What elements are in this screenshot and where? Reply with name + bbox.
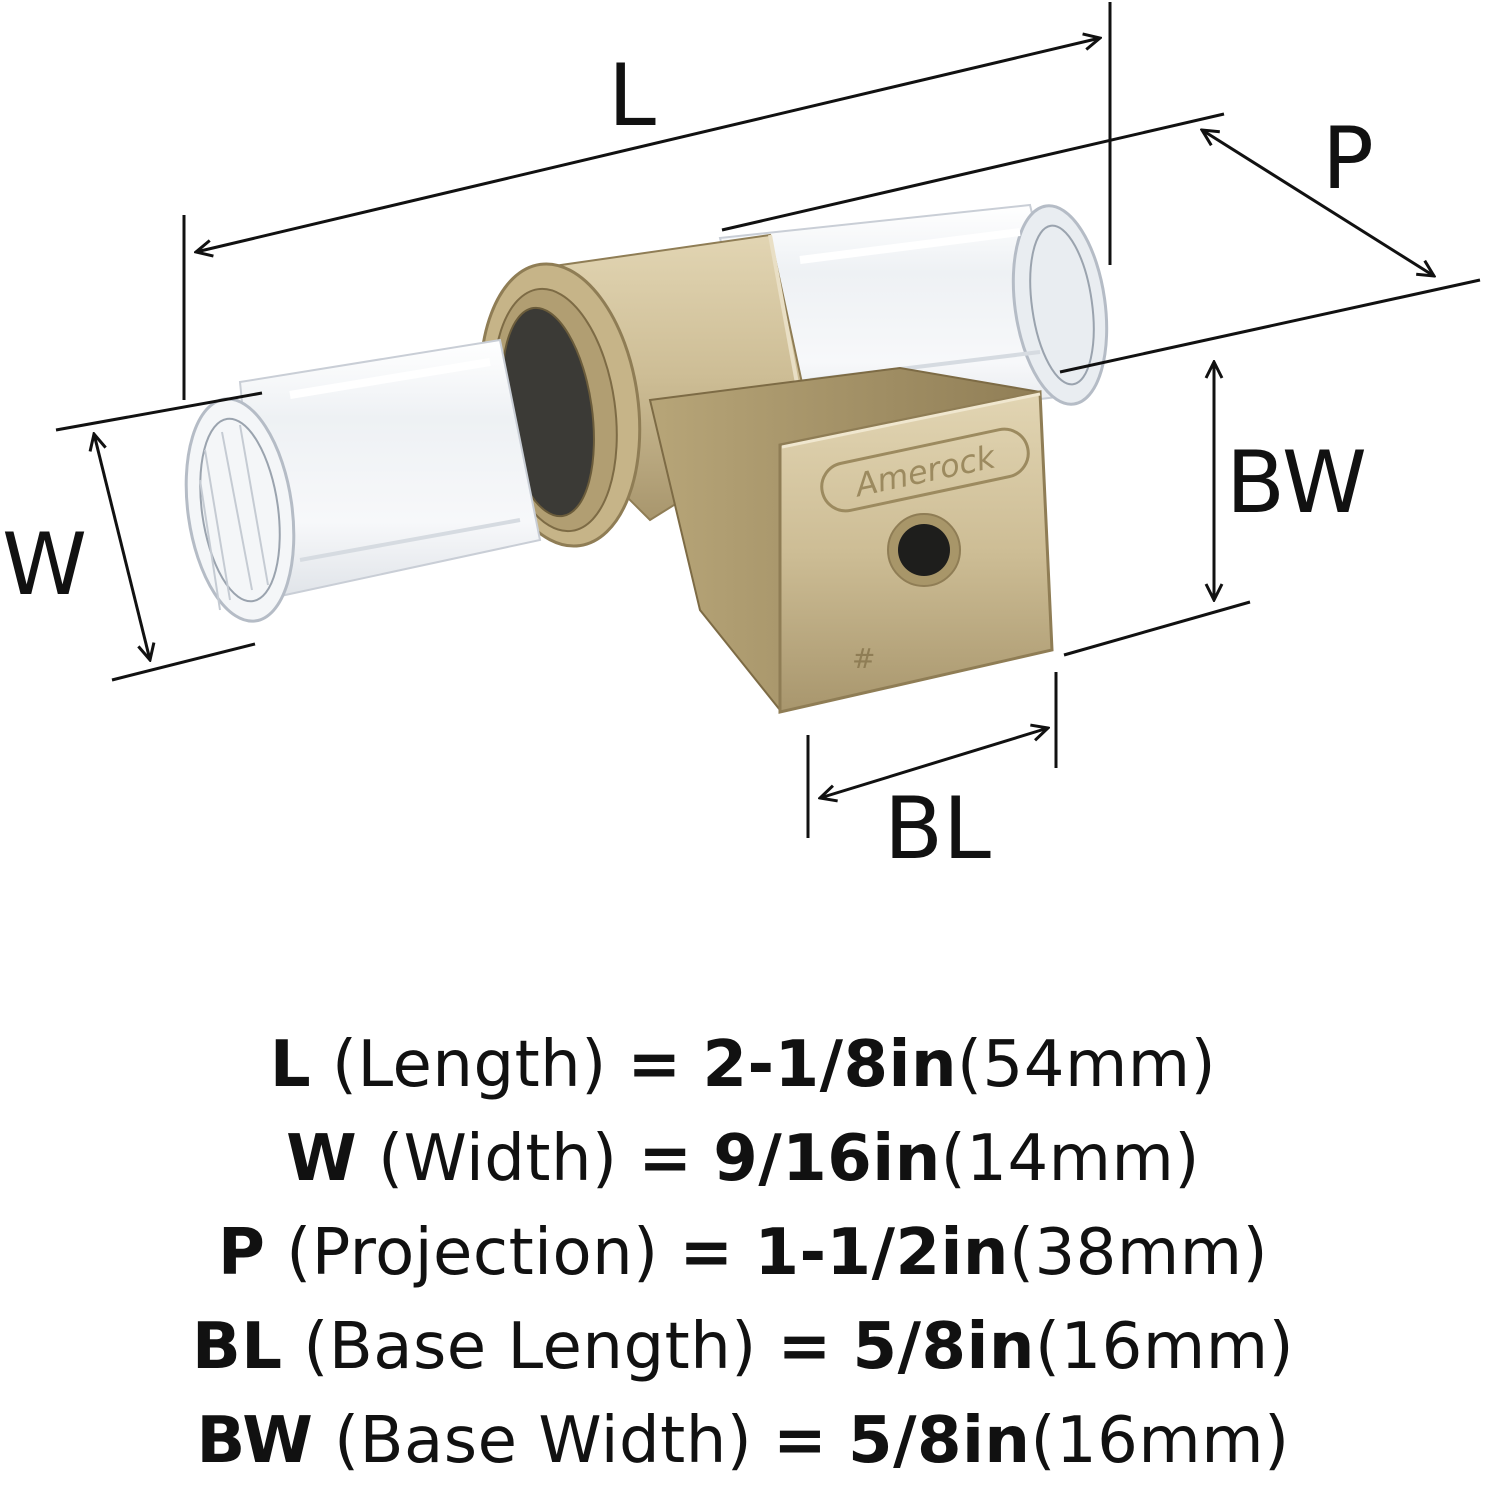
spec-imperial: 9/16in (713, 1122, 941, 1196)
P-dimension-line (1202, 130, 1434, 276)
screw-hole-inner (898, 524, 950, 576)
spec-abbr: L (269, 1028, 312, 1102)
BW-extension-bottom (1063, 600, 1251, 657)
spec-row-base-length: BL (Base Length) = 5/8in(16mm) (0, 1300, 1486, 1394)
spec-abbr: BL (191, 1310, 283, 1384)
spec-abbr: BW (196, 1404, 314, 1478)
dimension-P: P (721, 109, 1481, 374)
spec-equals: = (627, 1028, 682, 1102)
knob-illustration: Amerock # (184, 203, 1109, 714)
spec-equals: = (679, 1216, 734, 1290)
L-label: L (608, 46, 656, 146)
spec-name: (Projection) (286, 1216, 659, 1290)
dimension-L: L (182, 2, 1112, 400)
P-extension-bottom (1059, 278, 1481, 374)
spec-metric: (38mm) (1008, 1216, 1269, 1290)
spec-name: (Length) (332, 1028, 607, 1102)
P-extension-top (721, 112, 1225, 232)
BW-label: BW (1226, 433, 1367, 533)
base-stem: Amerock # (648, 366, 1054, 714)
W-dimension-line (94, 434, 150, 660)
spec-row-base-width: BW (Base Width) = 5/8in(16mm) (0, 1394, 1486, 1488)
spec-name: (Base Length) (303, 1310, 757, 1384)
BL-dimension-line (820, 728, 1048, 798)
dimension-BL: BL (806, 672, 1058, 879)
dimension-BW: BW (1063, 362, 1367, 657)
spec-row-length: L (Length) = 2-1/8in(54mm) (0, 1018, 1486, 1112)
spec-imperial: 5/8in (852, 1310, 1035, 1384)
dimension-W: W (2, 391, 263, 682)
dimension-specs-list: L (Length) = 2-1/8in(54mm) W (Width) = 9… (0, 1018, 1486, 1488)
product-dimension-diagram: Amerock # L P W BW BL (2, 2, 1481, 879)
W-label: W (2, 515, 87, 615)
spec-abbr: P (217, 1216, 266, 1290)
W-extension-bottom (111, 642, 256, 682)
BL-label: BL (884, 779, 991, 879)
left-crystal-bar (184, 338, 542, 623)
spec-imperial: 2-1/8in (702, 1028, 958, 1102)
spec-metric: (14mm) (940, 1122, 1200, 1196)
spec-name: (Width) (378, 1122, 618, 1196)
spec-equals: = (773, 1404, 828, 1478)
P-label: P (1322, 109, 1374, 209)
spec-row-projection: P (Projection) = 1-1/2in(38mm) (0, 1206, 1486, 1300)
spec-equals: = (638, 1122, 693, 1196)
base-mark: # (852, 642, 875, 675)
spec-metric: (16mm) (1034, 1310, 1295, 1384)
spec-imperial: 5/8in (848, 1404, 1031, 1478)
spec-equals: = (777, 1310, 832, 1384)
W-extension-top (55, 391, 263, 432)
spec-abbr: W (286, 1122, 358, 1196)
spec-name: (Base Width) (334, 1404, 753, 1478)
spec-row-width: W (Width) = 9/16in(14mm) (0, 1112, 1486, 1206)
spec-imperial: 1-1/2in (754, 1216, 1009, 1290)
spec-metric: (16mm) (1030, 1404, 1290, 1478)
L-dimension-line (196, 38, 1100, 252)
spec-metric: (54mm) (957, 1028, 1217, 1102)
